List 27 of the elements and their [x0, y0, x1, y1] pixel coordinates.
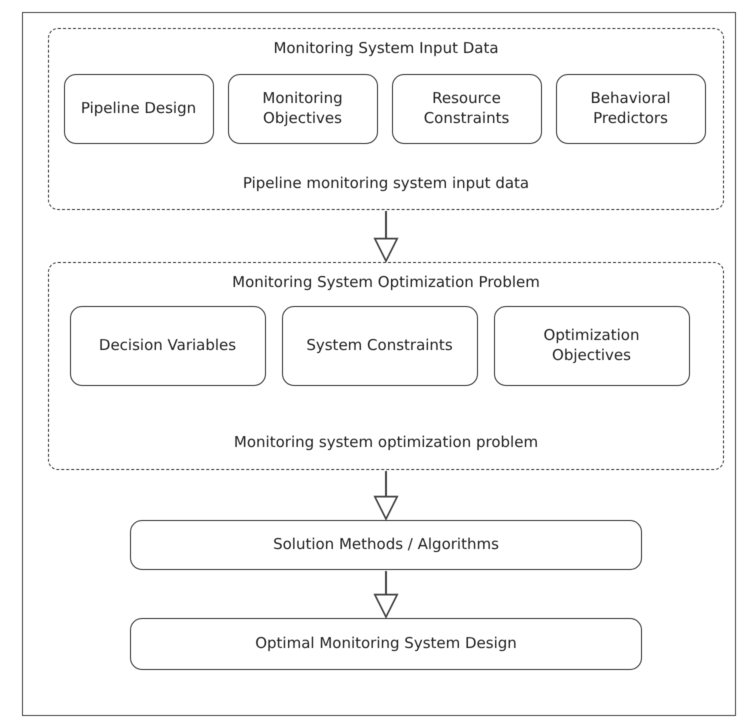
- group-title: Monitoring System Optimization Problem: [231, 273, 541, 291]
- process-box: [494, 306, 690, 386]
- process-box: [228, 74, 378, 144]
- box-label: Monitoring Objectives: [261, 89, 344, 128]
- group-caption: Pipeline monitoring system input data: [242, 174, 530, 192]
- box-label: Pipeline Design: [80, 98, 196, 118]
- block-arrow: [374, 211, 398, 262]
- process-box: [282, 306, 478, 386]
- process-box: [556, 74, 706, 144]
- box-label: Behavioral Predictors: [590, 89, 672, 128]
- group-box: [48, 28, 724, 210]
- box-label: Optimal Monitoring System Design: [255, 634, 517, 654]
- group-title: Monitoring System Input Data: [272, 39, 500, 57]
- box-label: Optimization Objectives: [542, 326, 640, 365]
- box-label: System Constraints: [306, 336, 453, 356]
- box-label: Solution Methods / Algorithms: [273, 535, 499, 555]
- process-box: [130, 618, 642, 670]
- box-label: Decision Variables: [98, 336, 236, 356]
- process-box: [64, 74, 214, 144]
- process-box: [130, 520, 642, 570]
- process-box: [392, 74, 542, 144]
- process-box: [70, 306, 266, 386]
- box-label: Resource Constraints: [422, 89, 510, 128]
- block-arrow: [374, 571, 398, 618]
- group-box: [48, 262, 724, 470]
- group-caption: Monitoring system optimization problem: [232, 433, 540, 451]
- block-arrow: [374, 471, 398, 520]
